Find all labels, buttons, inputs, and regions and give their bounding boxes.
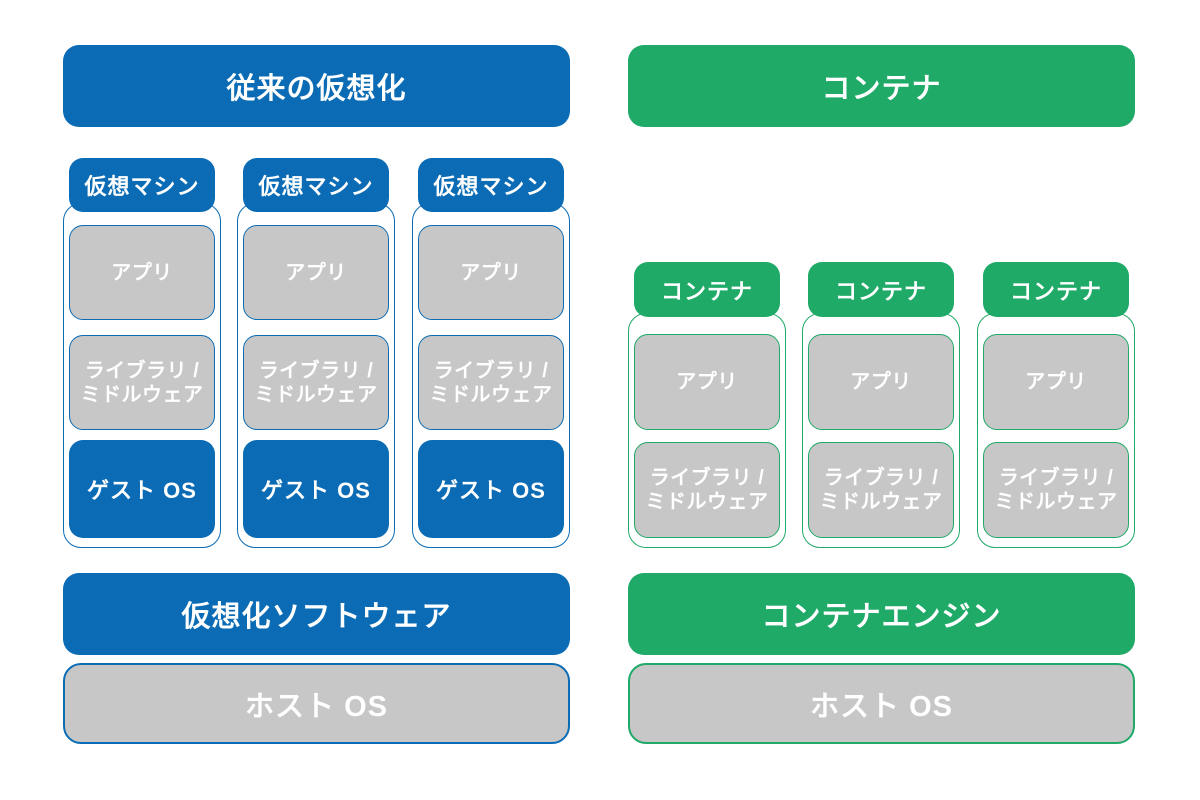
guest-os-block: ゲスト OS xyxy=(69,440,215,538)
traditional-virtualization-title: 従来の仮想化 xyxy=(63,45,570,127)
library-middleware-block: ライブラリ / ミドルウェア xyxy=(983,442,1129,538)
library-middleware-block: ライブラリ / ミドルウェア xyxy=(243,335,389,430)
library-label: ライブラリ / xyxy=(823,467,939,489)
library-label: ライブラリ / xyxy=(84,359,200,382)
guest-os-block: ゲスト OS xyxy=(243,440,389,538)
vm-stack: 仮想マシン アプリ ライブラリ / ミドルウェア ゲスト OS xyxy=(63,158,221,548)
host-os-bar: ホスト OS xyxy=(63,663,570,744)
library-middleware-block: ライブラリ / ミドルウェア xyxy=(418,335,564,430)
library-middleware-block: ライブラリ / ミドルウェア xyxy=(808,442,954,538)
app-block: アプリ xyxy=(634,334,780,430)
middleware-label: ミドルウェア xyxy=(819,491,943,513)
middleware-label: ミドルウェア xyxy=(645,491,769,513)
app-block: アプリ xyxy=(69,225,215,320)
library-label: ライブラリ / xyxy=(649,467,765,489)
app-block: アプリ xyxy=(808,334,954,430)
vm-header: 仮想マシン xyxy=(418,158,564,212)
container-stack: コンテナ アプリ ライブラリ / ミドルウェア xyxy=(977,262,1135,548)
virtualization-software-bar: 仮想化ソフトウェア xyxy=(63,573,570,655)
container-title: コンテナ xyxy=(628,45,1135,127)
host-os-bar: ホスト OS xyxy=(628,663,1135,744)
app-block: アプリ xyxy=(243,225,389,320)
guest-os-block: ゲスト OS xyxy=(418,440,564,538)
vm-stack: 仮想マシン アプリ ライブラリ / ミドルウェア ゲスト OS xyxy=(237,158,395,548)
vm-stack: 仮想マシン アプリ ライブラリ / ミドルウェア ゲスト OS xyxy=(412,158,570,548)
container-header: コンテナ xyxy=(808,262,954,317)
app-block: アプリ xyxy=(983,334,1129,430)
middleware-label: ミドルウェア xyxy=(254,383,378,406)
container-stack: コンテナ アプリ ライブラリ / ミドルウェア xyxy=(628,262,786,548)
vm-header: 仮想マシン xyxy=(69,158,215,212)
container-header: コンテナ xyxy=(983,262,1129,317)
library-label: ライブラリ / xyxy=(998,467,1114,489)
container-header: コンテナ xyxy=(634,262,780,317)
library-label: ライブラリ / xyxy=(433,359,549,382)
app-block: アプリ xyxy=(418,225,564,320)
library-label: ライブラリ / xyxy=(258,359,374,382)
middleware-label: ミドルウェア xyxy=(429,383,553,406)
vm-header: 仮想マシン xyxy=(243,158,389,212)
library-middleware-block: ライブラリ / ミドルウェア xyxy=(634,442,780,538)
container-stack: コンテナ アプリ ライブラリ / ミドルウェア xyxy=(802,262,960,548)
middleware-label: ミドルウェア xyxy=(80,383,204,406)
library-middleware-block: ライブラリ / ミドルウェア xyxy=(69,335,215,430)
middleware-label: ミドルウェア xyxy=(994,491,1118,513)
container-engine-bar: コンテナエンジン xyxy=(628,573,1135,655)
